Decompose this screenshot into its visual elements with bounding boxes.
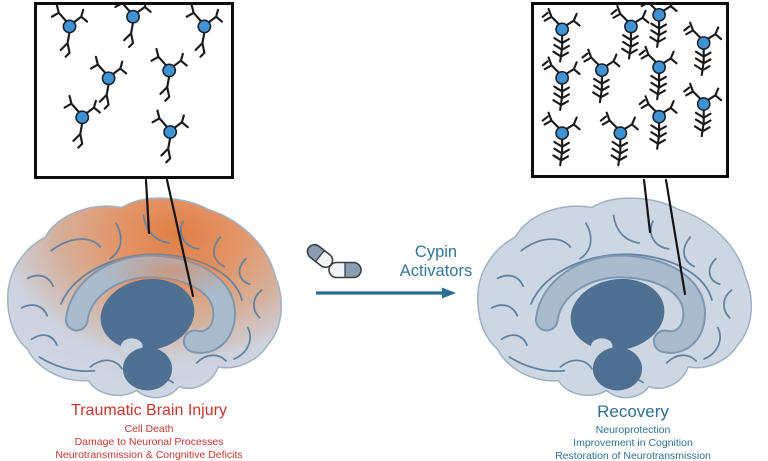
pons <box>592 347 643 391</box>
neuron-icon <box>63 94 101 149</box>
neuron-icon <box>185 5 224 58</box>
recovery-line-2: Improvement in Cognition <box>573 437 693 449</box>
injury-line-2: Damage to Neuronal Processes <box>74 436 224 448</box>
right-arrow-icon <box>316 287 456 299</box>
neuron-icon <box>541 56 581 111</box>
recovery-line-1: Neuroprotection <box>595 424 671 436</box>
corpus-callosum-ring <box>534 254 707 354</box>
recovery-title: Recovery <box>597 402 669 421</box>
recovery-caption: Recovery Neuroprotection Improvement in … <box>487 403 768 461</box>
injured-neurons-svg <box>50 5 224 164</box>
neuron-icon <box>541 7 581 63</box>
neuron-icon <box>683 82 723 138</box>
pons <box>122 347 173 391</box>
neuron-icon <box>50 5 89 58</box>
injury-line-3: Neurotransmission & Congnitive Deficits <box>55 449 243 461</box>
neuron-icon <box>638 45 678 101</box>
cypin-activators-label: Cypin Activators <box>376 243 496 281</box>
injury-line-1: Cell Death <box>124 423 174 435</box>
neuron-icon <box>599 111 639 167</box>
neuron-icon <box>610 5 650 60</box>
cypin-label-line2: Activators <box>399 262 473 280</box>
recovery-line-3: Restoration of Neurotransmission <box>555 450 711 461</box>
brain-illustration-injured <box>7 197 283 399</box>
neuron-icon <box>150 47 188 102</box>
neuron-icon <box>683 21 723 77</box>
neuron-icon <box>581 48 621 104</box>
neuron-icon <box>541 111 581 167</box>
right-neuron-zoom-box <box>531 2 729 178</box>
thalamus <box>570 278 665 351</box>
brain-illustration-recovered <box>477 197 753 399</box>
injury-caption: Traumatic Brain Injury Cell Death Damage… <box>8 402 290 461</box>
neuron-icon <box>638 95 678 150</box>
left-neuron-zoom-box <box>34 2 234 179</box>
cypin-label-line1: Cypin <box>414 243 458 261</box>
neuron-icon <box>151 109 189 164</box>
pill-capsules-icon <box>304 241 362 279</box>
injury-title: Traumatic Brain Injury <box>71 402 227 419</box>
recovered-neurons-svg <box>541 5 723 167</box>
neuron-icon <box>114 5 152 49</box>
